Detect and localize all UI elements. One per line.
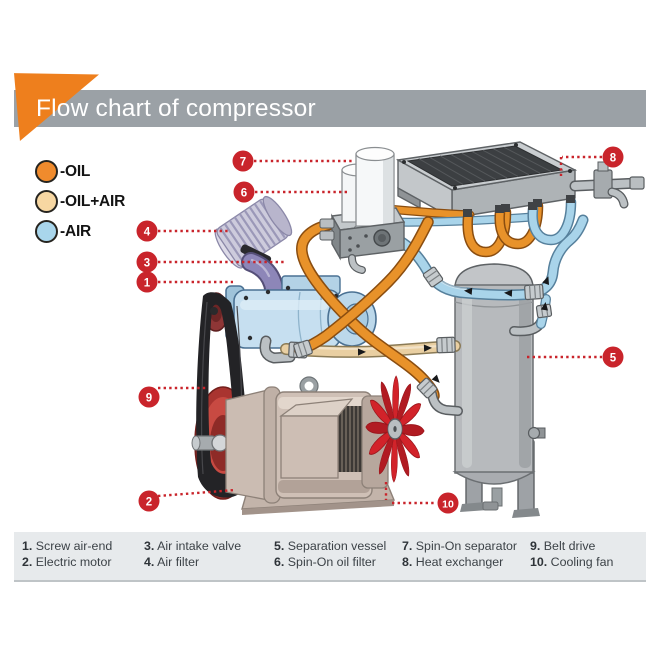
pipe-coupling xyxy=(524,283,544,301)
separation-vessel xyxy=(452,263,546,518)
parts-legend-item: 2. Electric motor xyxy=(22,554,112,569)
parts-legend-item: 8. Heat exchanger xyxy=(402,554,504,569)
flow-color-legend: -OIL -OIL+AIR -AIR xyxy=(35,160,125,250)
callout-8: 8 xyxy=(602,146,624,168)
pipe-oil-cooler-to-airend xyxy=(293,216,434,359)
parts-legend-item: 6. Spin-On oil filter xyxy=(274,554,376,569)
parts-legend-item: 3. Air intake valve xyxy=(144,539,242,553)
motor-pulley-hub xyxy=(191,307,229,452)
legend-label: -OIL xyxy=(60,162,91,180)
legend-row-oil: -OIL xyxy=(35,160,125,183)
legend-label: -OIL+AIR xyxy=(60,192,126,210)
callout-5: 5 xyxy=(602,346,624,368)
heat-exchanger xyxy=(395,141,578,220)
parts-legend-item: 10. Cooling fan xyxy=(530,554,614,569)
svg-text:5: 5 xyxy=(610,352,617,364)
callout-3: 3 xyxy=(136,251,158,273)
legend-label: -AIR xyxy=(60,222,92,240)
svg-text:7: 7 xyxy=(240,156,246,168)
svg-text:4: 4 xyxy=(144,226,151,238)
svg-text:9: 9 xyxy=(146,392,152,404)
svg-text:1: 1 xyxy=(144,277,151,289)
air-filter xyxy=(214,195,293,269)
parts-legend-item: 4. Air filter xyxy=(144,554,200,569)
callout-6: 6 xyxy=(233,181,255,203)
svg-text:10: 10 xyxy=(442,498,454,510)
callout-2: 2 xyxy=(138,490,160,512)
svg-text:6: 6 xyxy=(241,187,247,199)
svg-text:3: 3 xyxy=(144,257,150,269)
spin-on-separator xyxy=(353,146,397,236)
cooling-fan xyxy=(365,375,425,483)
spin-on-manifold-block xyxy=(319,146,406,274)
title-banner xyxy=(14,90,646,127)
svg-text:8: 8 xyxy=(610,152,617,164)
svg-text:2: 2 xyxy=(146,496,152,508)
heat-exchanger-outlet-fitting xyxy=(569,161,645,209)
flow-arrows xyxy=(357,276,550,383)
callout-1: 1 xyxy=(136,271,158,293)
pipe-coupling xyxy=(422,266,444,288)
pipe-oil-feed xyxy=(383,204,475,220)
parts-legend-item: 1. Screw air-end xyxy=(22,539,113,553)
parts-legend-item: 7. Spin-On separator xyxy=(402,539,518,553)
legend-row-air: -AIR xyxy=(35,220,125,243)
page-title: Flow chart of compressor xyxy=(36,95,316,122)
callout-9: 9 xyxy=(138,386,160,408)
parts-legend-item: 9. Belt drive xyxy=(530,539,596,553)
motor-terminal-box xyxy=(279,398,354,479)
oil-air-color-dot xyxy=(35,190,58,213)
electric-motor xyxy=(225,376,395,504)
legend-row-oil-air: -OIL+AIR xyxy=(35,190,125,213)
parts-legend-item: 5. Separation vessel xyxy=(274,539,387,553)
callout-7: 7 xyxy=(232,150,254,172)
callouts: 1 2 3 4 5 6 7 xyxy=(136,146,624,514)
callout-10: 10 xyxy=(437,492,459,514)
air-color-dot xyxy=(35,220,58,243)
pipe-air-feed xyxy=(385,212,537,227)
callout-4: 4 xyxy=(136,220,158,242)
oil-color-dot xyxy=(35,160,58,183)
oil-cooler-loops xyxy=(462,195,577,258)
